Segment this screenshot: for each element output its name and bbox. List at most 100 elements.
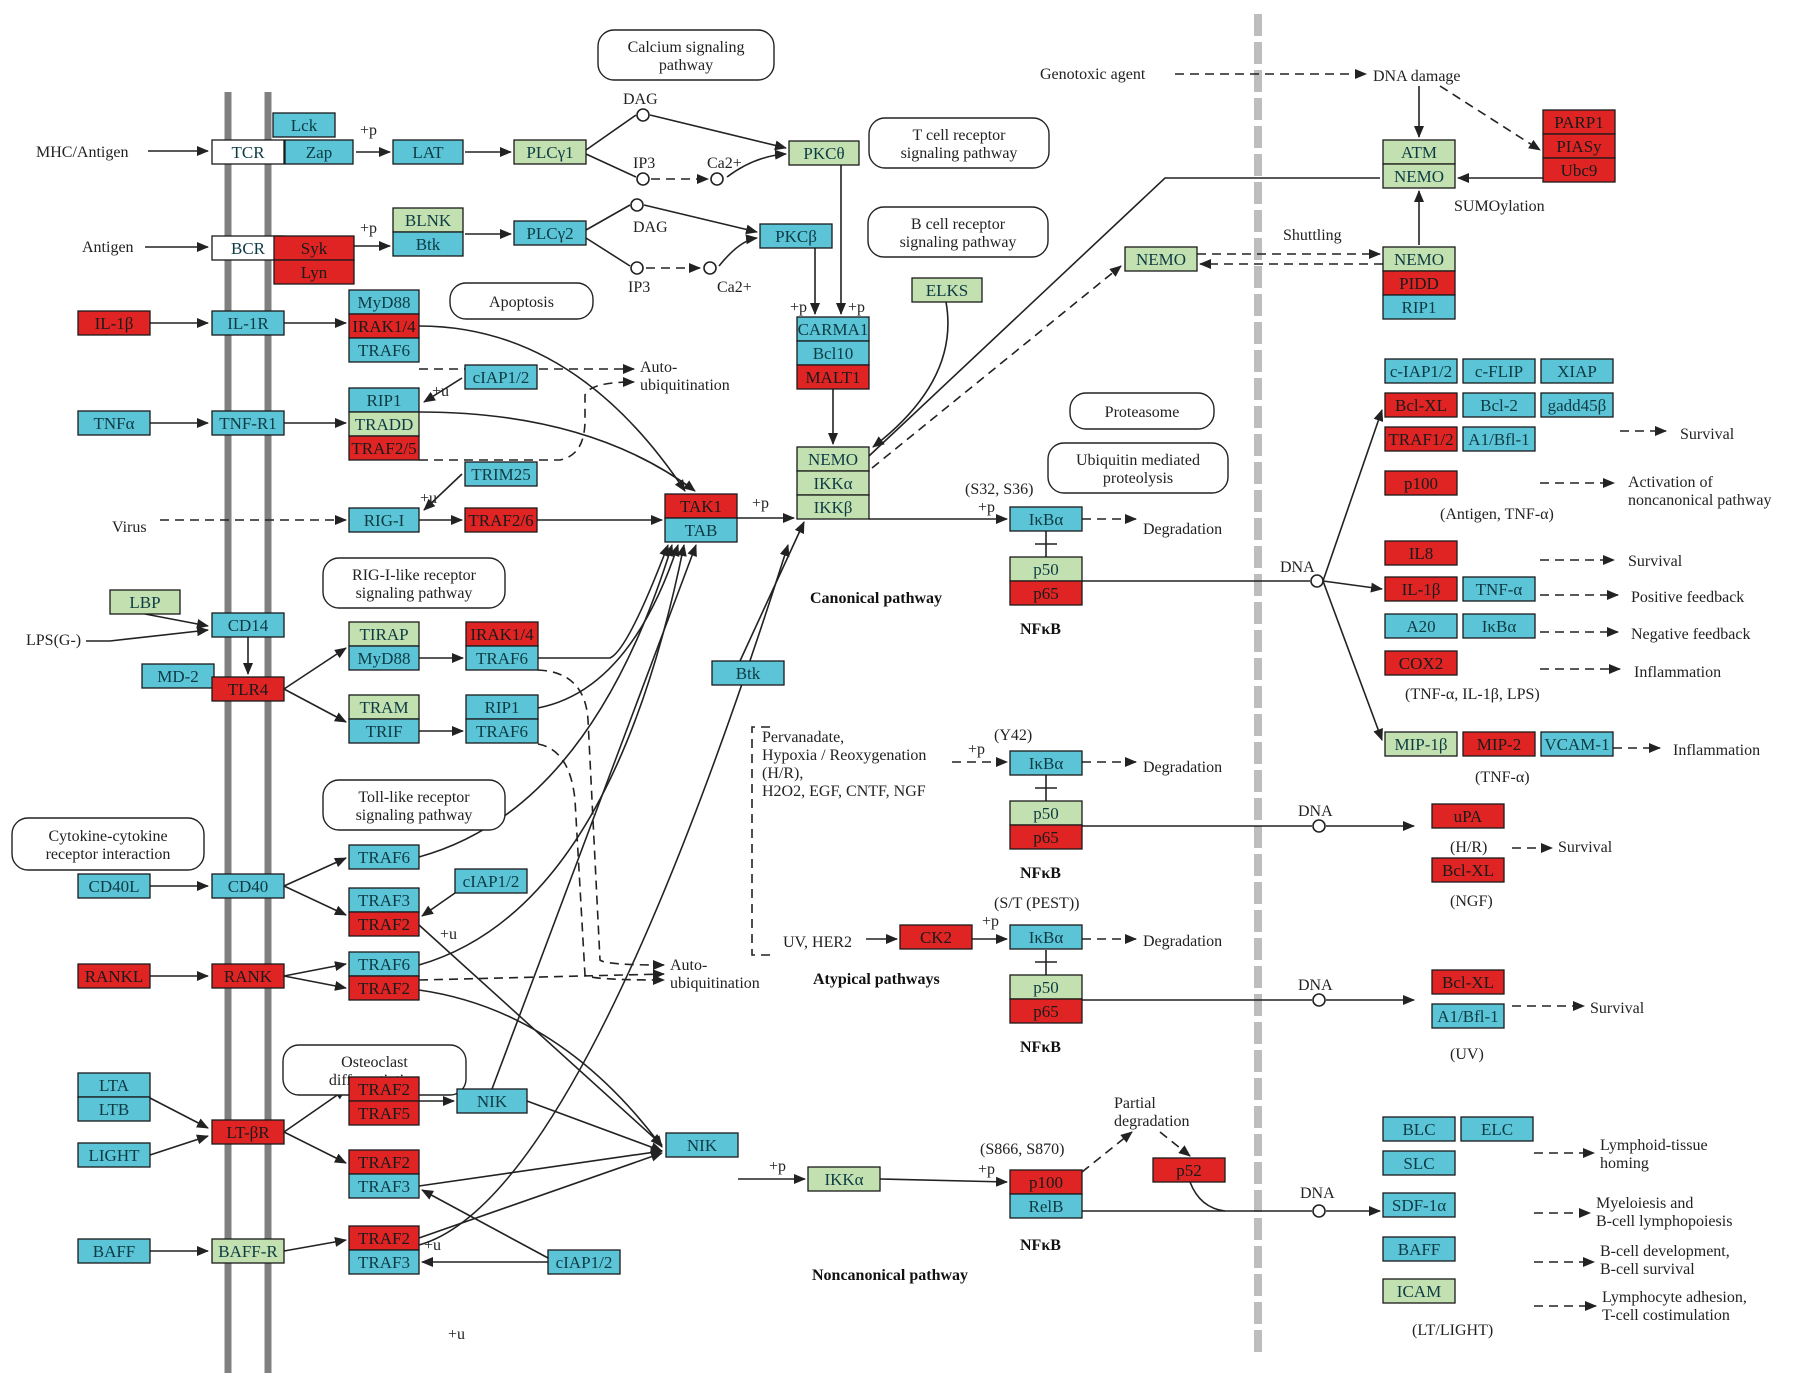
gene-node[interactable]: TRAM	[348, 694, 420, 720]
gene-node-box[interactable]	[1009, 974, 1083, 1000]
gene-node-box[interactable]	[1009, 580, 1083, 606]
gene-node[interactable]: PLCγ1	[513, 139, 587, 165]
gene-node[interactable]: LIGHT	[77, 1142, 151, 1168]
gene-node[interactable]: SLC	[1382, 1150, 1456, 1176]
gene-node[interactable]: p50	[1009, 974, 1083, 1000]
gene-node[interactable]: CD14	[211, 612, 285, 638]
gene-node-box[interactable]	[77, 963, 151, 989]
gene-node[interactable]: NEMO	[1124, 246, 1198, 272]
gene-node[interactable]: p65	[1009, 580, 1083, 606]
gene-node-box[interactable]	[1540, 392, 1614, 418]
gene-node-box[interactable]	[1382, 1278, 1456, 1304]
gene-node-box[interactable]	[284, 139, 354, 165]
gene-node-box[interactable]	[211, 963, 285, 989]
gene-node[interactable]: IL8	[1384, 540, 1458, 566]
gene-node[interactable]: PIASy	[1542, 133, 1616, 159]
gene-node[interactable]: p100	[1384, 470, 1458, 496]
gene-node-box[interactable]	[77, 873, 151, 899]
gene-node-box[interactable]	[141, 663, 215, 689]
gene-node-box[interactable]	[665, 1132, 739, 1158]
gene-node-box[interactable]	[796, 340, 870, 366]
gene-node[interactable]: TRAF6	[348, 337, 420, 363]
gene-node-box[interactable]	[911, 277, 983, 303]
gene-node-box[interactable]	[1384, 358, 1458, 384]
gene-node[interactable]: RIG-I	[348, 507, 420, 533]
gene-node-box[interactable]	[1382, 1116, 1456, 1142]
pathway-map-box[interactable]	[11, 817, 205, 871]
gene-node-box[interactable]	[211, 1119, 285, 1145]
gene-node[interactable]: MyD88	[348, 645, 420, 671]
gene-node-box[interactable]	[796, 494, 870, 520]
gene-node[interactable]: LBP	[109, 589, 181, 615]
gene-node-box[interactable]	[1384, 392, 1458, 418]
gene-node[interactable]: ELKS	[911, 277, 983, 303]
gene-node[interactable]: p50	[1009, 556, 1083, 582]
gene-node-box[interactable]	[211, 1238, 285, 1264]
pathway-map-box[interactable]	[868, 117, 1050, 169]
gene-node-box[interactable]	[1460, 1116, 1534, 1142]
gene-node[interactable]: A1/Bfl-1	[1431, 1003, 1505, 1029]
gene-node-box[interactable]	[211, 310, 285, 336]
gene-node[interactable]: LTA	[77, 1072, 151, 1098]
gene-node-box[interactable]	[348, 975, 420, 1001]
gene-node-box[interactable]	[464, 364, 538, 390]
gene-node-box[interactable]	[465, 645, 539, 671]
gene-node[interactable]: TNFα	[77, 410, 151, 436]
gene-node-box[interactable]	[348, 507, 420, 533]
gene-node[interactable]: A20	[1384, 613, 1458, 639]
gene-node[interactable]: IκBα	[1009, 506, 1083, 532]
gene-node-box[interactable]	[348, 1100, 420, 1126]
gene-node-box[interactable]	[348, 911, 420, 937]
gene-node-box[interactable]	[348, 844, 420, 870]
pathway-map-box[interactable]	[322, 779, 506, 831]
gene-node[interactable]: Syk	[273, 235, 355, 261]
gene-node[interactable]: cIAP1/2	[547, 1249, 621, 1275]
gene-node[interactable]: CD40L	[77, 873, 151, 899]
gene-node-box[interactable]	[348, 718, 420, 744]
gene-node-box[interactable]	[1384, 650, 1458, 676]
gene-node[interactable]: IκBα	[1009, 924, 1083, 950]
gene-node[interactable]: TRAF2	[348, 975, 420, 1001]
gene-node[interactable]: BLNK	[392, 207, 464, 233]
gene-node-box[interactable]	[348, 337, 420, 363]
gene-node-box[interactable]	[273, 259, 355, 285]
gene-node-box[interactable]	[796, 364, 870, 390]
gene-node-box[interactable]	[272, 112, 336, 138]
gene-node-box[interactable]	[1382, 1192, 1456, 1218]
gene-node-box[interactable]	[1382, 246, 1456, 272]
gene-node-box[interactable]	[1384, 576, 1458, 602]
gene-node[interactable]: VCAM-1	[1540, 731, 1614, 757]
gene-node-box[interactable]	[513, 139, 587, 165]
gene-node-box[interactable]	[1382, 1150, 1456, 1176]
gene-node[interactable]: MIP-1β	[1384, 731, 1458, 757]
gene-node-box[interactable]	[211, 235, 285, 261]
gene-node[interactable]: TRAF2	[348, 911, 420, 937]
gene-node-box[interactable]	[513, 220, 587, 246]
gene-node-box[interactable]	[77, 1142, 151, 1168]
gene-node-box[interactable]	[211, 410, 285, 436]
gene-node[interactable]: TRAF2/5	[348, 435, 420, 461]
gene-node[interactable]: LT-βR	[211, 1119, 285, 1145]
gene-node-box[interactable]	[1540, 731, 1614, 757]
gene-node-box[interactable]	[1009, 1169, 1083, 1195]
gene-node-box[interactable]	[348, 621, 420, 647]
gene-node[interactable]: TRAF5	[348, 1100, 420, 1126]
gene-node[interactable]: TRAF3	[348, 887, 420, 913]
gene-node-box[interactable]	[807, 1166, 881, 1192]
gene-node[interactable]: Btk	[711, 660, 785, 686]
gene-node[interactable]: NEMO	[796, 446, 870, 472]
gene-node-box[interactable]	[454, 868, 528, 894]
gene-node[interactable]: TCR	[211, 139, 285, 165]
gene-node[interactable]: LAT	[392, 139, 464, 165]
gene-node[interactable]: TRADD	[348, 411, 420, 437]
gene-node[interactable]: Bcl-2	[1462, 392, 1536, 418]
gene-node-box[interactable]	[1384, 731, 1458, 757]
pathway-map-box[interactable]	[1047, 442, 1229, 494]
gene-node[interactable]: Bcl10	[796, 340, 870, 366]
